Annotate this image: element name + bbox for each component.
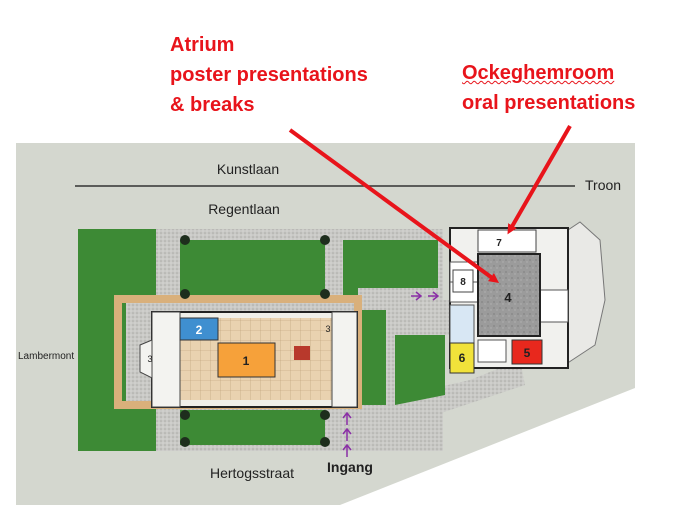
- room-1-label: 1: [243, 354, 250, 368]
- ockeghemroom-line2: oral presentations: [462, 92, 636, 114]
- room-8-label: 8: [460, 277, 466, 288]
- entrance-label: Ingang: [327, 459, 373, 475]
- lawn-top-right: [343, 240, 358, 295]
- room-2-label: 2: [196, 323, 203, 337]
- room-1: [217, 342, 276, 378]
- lawn-right-upper: [358, 240, 438, 288]
- room-2: [179, 317, 219, 341]
- arrow-right-icon: [428, 291, 440, 301]
- arrow-up-icon: [342, 443, 352, 457]
- room-4-atrium: [477, 253, 541, 337]
- regentlaan-label: Regentlaan: [208, 201, 280, 217]
- atrium-line3: & breaks: [170, 94, 255, 116]
- lawn-right-lower: [358, 310, 386, 405]
- lawn-right-mid: [395, 335, 445, 405]
- stair-room: [294, 346, 310, 360]
- atrium-line2: poster presentations: [170, 64, 368, 86]
- hedge-dots: [180, 235, 330, 447]
- room-6-label: 6: [459, 351, 466, 365]
- troon-label: Troon: [585, 177, 621, 193]
- lawn-bottom-center: [180, 410, 325, 445]
- gravel-path-entrance: [360, 360, 525, 440]
- kunstlaan-label: Kunstlaan: [217, 161, 279, 177]
- room-8: [452, 269, 474, 293]
- ockeghemroom-title: Ockeghemroom: [462, 62, 615, 84]
- room-3-right-label: 3: [325, 324, 330, 334]
- arrow-up-icon: [342, 411, 352, 425]
- arrow-right-icon: [411, 291, 423, 301]
- atrium-callout: Atrium poster presentations & breaks: [170, 30, 368, 120]
- atrium-title: Atrium: [170, 34, 235, 56]
- room-6: [449, 342, 475, 374]
- room-7-label: 7: [496, 238, 502, 249]
- room-5-label: 5: [524, 346, 531, 360]
- path-arrow-icons: [342, 291, 440, 457]
- lawn-bottom-left: [78, 405, 156, 451]
- room-7: [477, 229, 537, 253]
- lambermont-label: Lambermont: [18, 351, 74, 362]
- room-5: [511, 339, 543, 365]
- ockeghemroom-callout: Ockeghemroom oral presentations: [462, 58, 635, 118]
- hertogsstraat-label: Hertogsstraat: [210, 465, 294, 481]
- room-3-left-label: 3: [147, 354, 152, 364]
- arrow-up-icon: [342, 427, 352, 441]
- ockeghemroom-pointer-arrow: [507, 125, 572, 235]
- room-4-label: 4: [504, 290, 512, 305]
- atrium-pointer-arrow: [288, 128, 500, 283]
- lawn-top-center: [180, 240, 325, 295]
- lawn-top-left: [78, 229, 156, 299]
